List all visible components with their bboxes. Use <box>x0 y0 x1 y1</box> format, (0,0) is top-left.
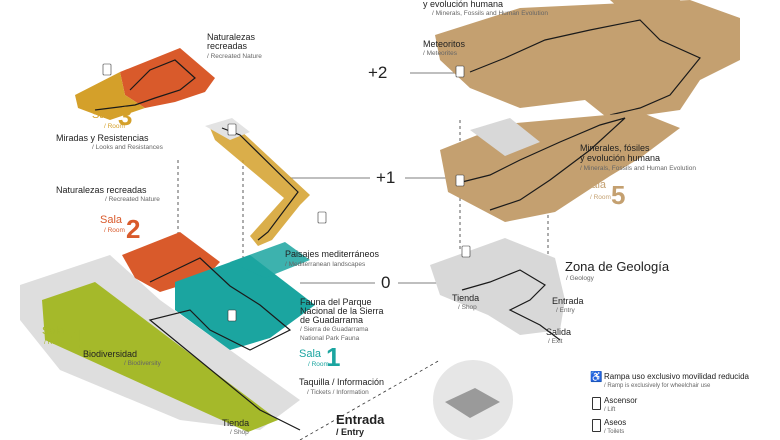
corridor-looks-resistances <box>210 122 310 246</box>
room3-number: 3 <box>118 101 133 131</box>
room3-corridor-top <box>75 72 145 120</box>
elevator-icon <box>455 65 465 78</box>
legend: ♿ Rampa uso exclusivo movilidad reducida… <box>590 372 780 440</box>
room1-guadarrama-fauna <box>175 255 315 350</box>
exit-right-title: Salida <box>546 327 572 337</box>
minerals-title-line1: Minerales, fósiles <box>580 143 650 153</box>
room5-sala: Sala <box>584 179 607 191</box>
geology-zone-title: Zona de Geología <box>565 259 670 274</box>
shop-right-title: Tienda <box>452 293 480 303</box>
room5-top <box>435 0 740 120</box>
shop-left-title: Tienda <box>222 418 250 428</box>
tickets-en: / Tickets / Information <box>307 389 369 396</box>
room2-number: 2 <box>126 214 141 244</box>
route-plus2-right <box>469 19 701 116</box>
entry-right-en: / Entry <box>556 307 575 314</box>
elevator-icon <box>227 123 237 136</box>
room3-sala: Sala <box>92 109 115 121</box>
legend-toilets-en: / Toilets <box>604 429 625 435</box>
mediterranean-title: Paisajes mediterráneos <box>285 249 380 259</box>
right-level-plus2 <box>435 0 740 120</box>
entry-left-title: Entrada <box>336 412 385 427</box>
right-level-0 <box>430 238 565 341</box>
shop-right-en: / Shop <box>458 304 477 311</box>
route-plus2-left <box>94 59 196 111</box>
minerals-en: / Minerals, Fossils and Human Evolution <box>580 165 696 172</box>
mediterranean-en: / Mediterranean landscapes <box>285 261 366 268</box>
toilets-icon <box>592 419 601 432</box>
elevator-icon <box>592 397 601 410</box>
room4-number: 4 <box>68 324 83 354</box>
elevator-icon <box>461 245 471 258</box>
room5-hall <box>470 118 540 156</box>
map-icons <box>102 63 471 322</box>
entry-right-title: Entrada <box>552 296 584 306</box>
meteorites-title: Meteoritos <box>423 39 466 49</box>
fauna-title-line2: Nacional de la Sierra <box>300 306 384 316</box>
fauna-title-line1: Fauna del Parque <box>300 297 372 307</box>
floor-plus1-label: +1 <box>376 168 396 187</box>
floor-plus2-label: +2 <box>368 63 388 82</box>
legend-ramp-en: / Ramp is exclusively for wheelchair use <box>604 383 711 389</box>
geology-zone-floor <box>430 238 565 335</box>
location-inset <box>433 360 513 440</box>
fauna-en-line1: / Sierra de Guadarrama <box>300 326 369 333</box>
elevator-icon <box>102 63 112 76</box>
room4-room-label: / Room <box>44 339 65 346</box>
legend-lift-title: Ascensor <box>604 396 638 405</box>
fauna-en-line2: National Park Fauna <box>300 335 360 342</box>
left-level-plus1 <box>205 118 310 246</box>
room1-mediterranean <box>230 242 310 278</box>
room2-sala: Sala <box>100 214 123 226</box>
room3-room-label: / Room <box>104 123 125 130</box>
room1-room-label: / Room <box>308 361 329 368</box>
connector-bottom <box>299 359 441 440</box>
room5-top-ext <box>610 0 690 35</box>
room-recreated-nature-top <box>120 48 215 108</box>
right-level-plus1 <box>440 112 680 222</box>
left-level-0 <box>20 232 315 432</box>
left-top-exhibit-title: Naturalezas recreadas <box>207 32 256 52</box>
minerals-title-line2: y evolución humana <box>580 153 661 163</box>
fauna-title-line3: de Guadarrama <box>300 315 364 325</box>
room2-exhibit-title: Naturalezas recreadas <box>56 185 147 195</box>
legend-ramp-title: Rampa uso exclusivo movilidad reducida <box>604 372 749 381</box>
exit-right-en: / Exit <box>548 338 563 345</box>
legend-lift-en: / Lift <box>604 407 616 413</box>
left-top-exhibit-en: / Recreated Nature <box>207 53 262 60</box>
biodiversity-title: Biodiversidad <box>83 349 138 359</box>
room5-number: 5 <box>611 180 626 210</box>
legend-toilets-title: Aseos <box>604 418 627 427</box>
route-plus1-right <box>461 117 626 211</box>
right-top-exhibit-en: / Minerals, Fossils and Human Evolution <box>432 10 548 17</box>
room4-sala: Sala <box>42 325 65 337</box>
room3-exhibit-en: / Looks and Resistances <box>92 144 163 151</box>
elevator-icon <box>227 309 237 322</box>
room2-room-label: / Room <box>104 227 125 234</box>
toilets-icon <box>317 211 327 224</box>
floor-0-label: 0 <box>381 273 391 292</box>
route-0-left <box>148 257 301 431</box>
entry-left-en: / Entry <box>336 427 365 437</box>
room4-biodiversity <box>42 282 278 432</box>
right-top-exhibit-title: y evolución humana <box>423 0 504 9</box>
left-level-plus2 <box>75 48 215 120</box>
room2-exhibit-en: / Recreated Nature <box>105 196 160 203</box>
room1-sala: Sala <box>299 348 322 360</box>
room1-number: 1 <box>326 342 341 372</box>
inset-building <box>445 388 500 418</box>
room5-room-label: / Room <box>590 194 611 201</box>
meteorites-en: / Meteorites <box>423 50 457 57</box>
shop-left-en: / Shop <box>230 429 249 436</box>
route-0-right <box>461 269 561 341</box>
geology-zone-en: / Geology <box>566 275 594 282</box>
elevator-icon <box>455 174 465 187</box>
biodiversity-en: / Biodiversity <box>124 360 161 367</box>
tickets-title: Taquilla / Información <box>299 377 385 387</box>
wheelchair-icon: ♿ <box>590 372 603 383</box>
room3-exhibit-title: Miradas y Resistencias <box>56 133 149 143</box>
